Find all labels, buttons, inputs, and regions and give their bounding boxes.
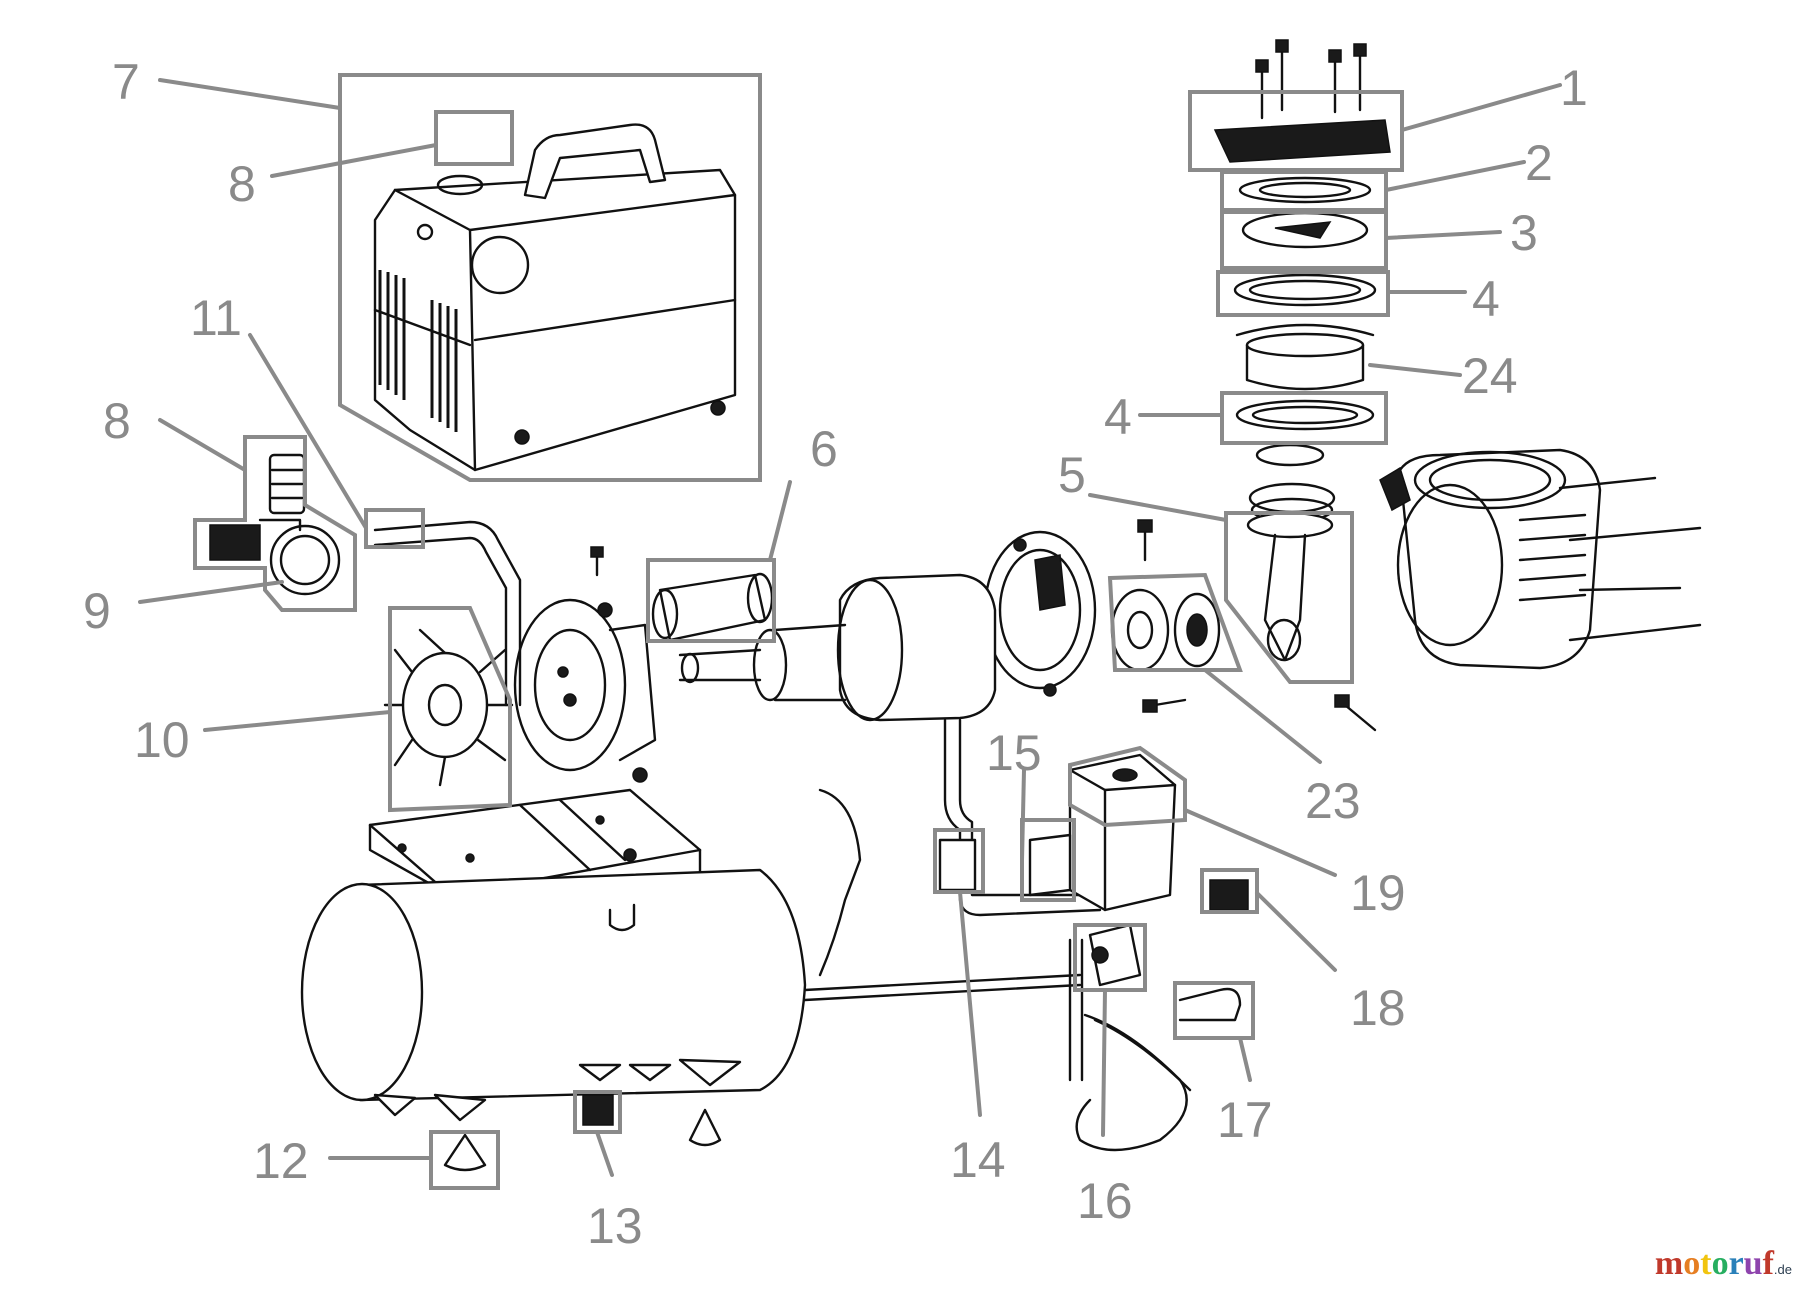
label-24: 24 xyxy=(1462,348,1518,404)
box-4-lower xyxy=(1220,391,1388,445)
label-8-top: 8 xyxy=(228,156,256,212)
tank-feet xyxy=(373,1058,742,1172)
box-19 xyxy=(1068,745,1187,828)
label-16: 16 xyxy=(1077,1173,1133,1229)
front-motor-flange xyxy=(513,598,657,783)
box-regulator-8-9 xyxy=(193,435,357,612)
logo-letter-f: f xyxy=(1762,1245,1774,1282)
loose-screws xyxy=(590,519,1377,732)
box-5 xyxy=(1224,511,1354,684)
label-4-right: 4 xyxy=(1472,271,1500,327)
logo-letter-u: u xyxy=(1743,1245,1763,1282)
label-11: 11 xyxy=(190,290,242,346)
label-2: 2 xyxy=(1525,135,1553,191)
outlet-pipe xyxy=(373,520,522,707)
label-17: 17 xyxy=(1217,1092,1273,1148)
box-cover-7 xyxy=(338,73,762,482)
logo-letter-r: r xyxy=(1728,1245,1744,1282)
label-1: 1 xyxy=(1560,60,1588,116)
box-23 xyxy=(1107,572,1243,672)
label-9: 9 xyxy=(83,583,111,639)
pressure-switch-assembly xyxy=(938,718,1249,1152)
label-14: 14 xyxy=(950,1132,1006,1188)
capacitor xyxy=(651,572,774,642)
label-10: 10 xyxy=(134,712,190,768)
logo-suffix: .de xyxy=(1773,1262,1792,1277)
box-16 xyxy=(1073,923,1147,992)
label-18: 18 xyxy=(1350,980,1406,1036)
label-5: 5 xyxy=(1058,447,1086,503)
box-8-top xyxy=(434,110,514,166)
label-19: 19 xyxy=(1350,865,1406,921)
label-7: 7 xyxy=(112,54,140,110)
cover-housing xyxy=(373,123,737,472)
label-23: 23 xyxy=(1305,773,1361,829)
cylinder-head-stack xyxy=(1213,39,1391,523)
logo-letter-o: o xyxy=(1683,1245,1701,1282)
air-tank xyxy=(300,788,1082,1102)
logo-letter-o2: o xyxy=(1711,1245,1729,1282)
box-10 xyxy=(388,606,512,813)
motor-end-shield xyxy=(983,530,1097,697)
part-numbers: 7 8 11 8 9 10 6 1 2 3 4 24 4 5 15 23 19 … xyxy=(83,54,1588,1254)
connecting-rod xyxy=(1246,511,1334,662)
cooling-fan xyxy=(383,628,514,787)
motor-stator xyxy=(678,573,997,722)
brand-watermark: motoruf.de xyxy=(1655,1245,1792,1283)
logo-letter-m: m xyxy=(1654,1245,1684,1282)
label-4-left: 4 xyxy=(1104,389,1132,445)
logo-letter-t: t xyxy=(1700,1245,1712,1282)
crankcase xyxy=(1379,448,1702,670)
pressure-regulator xyxy=(209,453,341,596)
label-13: 13 xyxy=(587,1198,643,1254)
box-6 xyxy=(646,558,776,643)
box-3 xyxy=(1220,210,1388,270)
label-6: 6 xyxy=(810,421,838,477)
label-8-left: 8 xyxy=(103,393,131,449)
label-12: 12 xyxy=(253,1133,309,1189)
leader-lines xyxy=(138,78,1562,1177)
label-3: 3 xyxy=(1510,205,1538,261)
bearing-pair xyxy=(1110,588,1221,672)
label-15: 15 xyxy=(986,725,1042,781)
box-4-upper xyxy=(1216,270,1390,317)
box-17 xyxy=(1173,981,1255,1040)
